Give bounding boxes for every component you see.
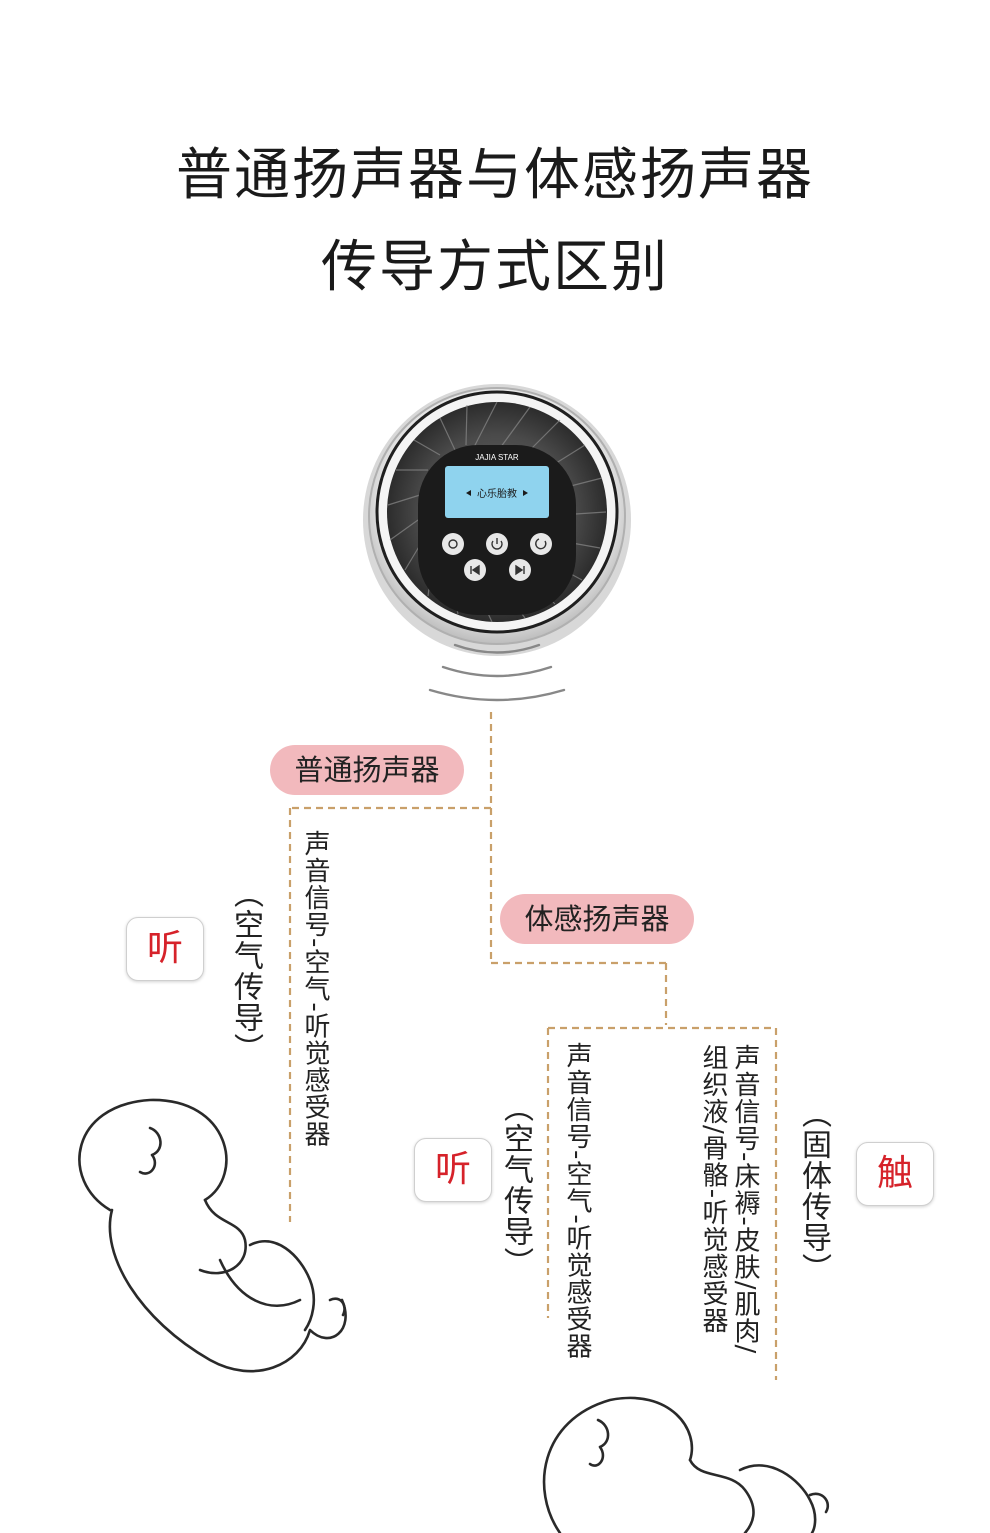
sense-hear-badge-2: 听 [414,1138,492,1202]
page-title-line1: 普通扬声器与体感扬声器 [176,143,814,208]
body-air-mode-text: （空气传导） [498,1092,533,1278]
body-air-path-text: 声音信号-空气-听觉感受器 [562,1042,592,1360]
body-solid-mode-text: （固体传导） [796,1098,831,1284]
normal-speaker-node: 普通扬声器 [270,745,464,795]
device-brand: JAJIA STAR [475,453,519,462]
speaker-device-icon: JAJIA STAR 心乐胎教 [363,384,631,656]
baby-illustration-icon-2 [542,1396,830,1533]
sound-wave-icon [428,643,566,702]
sense-touch-badge: 触 [856,1142,934,1206]
device-screen-text: 心乐胎教 [477,487,517,500]
page-title-line2: 传导方式区别 [321,235,669,300]
baby-illustration-icon [78,1098,347,1373]
sense-hear-badge: 听 [126,917,204,981]
body-speaker-node: 体感扬声器 [500,894,694,944]
body-solid-path-text-1: 声音信号-床褥-皮肤/肌肉/ [730,1044,760,1355]
body-solid-path-text-2: 组织液/骨骼-听觉感受器 [698,1044,728,1335]
normal-mode-text: （空气传导） [228,878,263,1064]
connector-lines [288,712,778,1380]
normal-path-text: 声音信号-空气-听觉感受器 [300,830,330,1148]
